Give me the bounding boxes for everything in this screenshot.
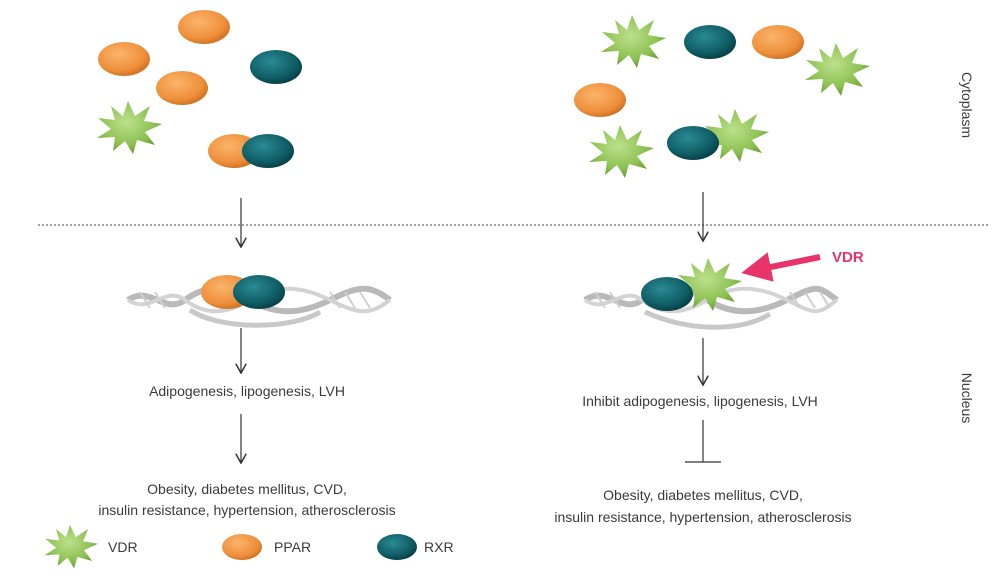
rxr-molecule	[684, 25, 736, 59]
inhibition-symbol	[685, 420, 721, 463]
rxr-molecule	[667, 126, 719, 160]
right-outcome-line1: Obesity, diabetes mellitus, CVD,	[603, 487, 803, 503]
legend: VDR PPAR RXR	[44, 524, 454, 569]
nucleus-label: Nucleus	[959, 373, 975, 424]
ppar-molecule	[178, 10, 230, 44]
legend-vdr-label: VDR	[108, 539, 138, 555]
rxr-molecule	[233, 275, 285, 309]
right-effect-text: Inhibit adipogenesis, lipogenesis, LVH	[582, 393, 818, 409]
left-cytoplasm-molecules	[97, 10, 302, 168]
legend-ppar-label: PPAR	[274, 539, 311, 555]
right-outcome-line2: insulin resistance, hypertension, athero…	[554, 509, 851, 525]
rxr-molecule	[641, 277, 693, 311]
rxr-molecule	[250, 50, 302, 84]
legend-rxr-icon	[377, 534, 417, 560]
vdr-callout-arrow	[741, 252, 821, 282]
left-outcome-line1: Obesity, diabetes mellitus, CVD,	[147, 481, 347, 497]
ppar-molecule	[156, 71, 208, 105]
right-cytoplasm-molecules	[574, 15, 870, 178]
vdr-callout-label: VDR	[832, 249, 864, 266]
cytoplasm-label: Cytoplasm	[959, 72, 975, 138]
legend-rxr-label: RXR	[424, 539, 454, 555]
legend-ppar-icon	[222, 534, 262, 560]
legend-vdr-icon	[44, 524, 98, 569]
vdr-molecule	[805, 43, 870, 96]
vdr-molecule	[601, 15, 666, 68]
left-outcome-line2: insulin resistance, hypertension, athero…	[98, 502, 395, 518]
ppar-molecule	[752, 25, 804, 59]
vdr-molecule	[589, 125, 654, 178]
ppar-molecule	[574, 83, 626, 117]
ppar-molecule	[98, 42, 150, 76]
left-effect-text: Adipogenesis, lipogenesis, LVH	[149, 383, 345, 399]
vdr-molecule	[97, 101, 162, 154]
rxr-molecule	[242, 134, 294, 168]
